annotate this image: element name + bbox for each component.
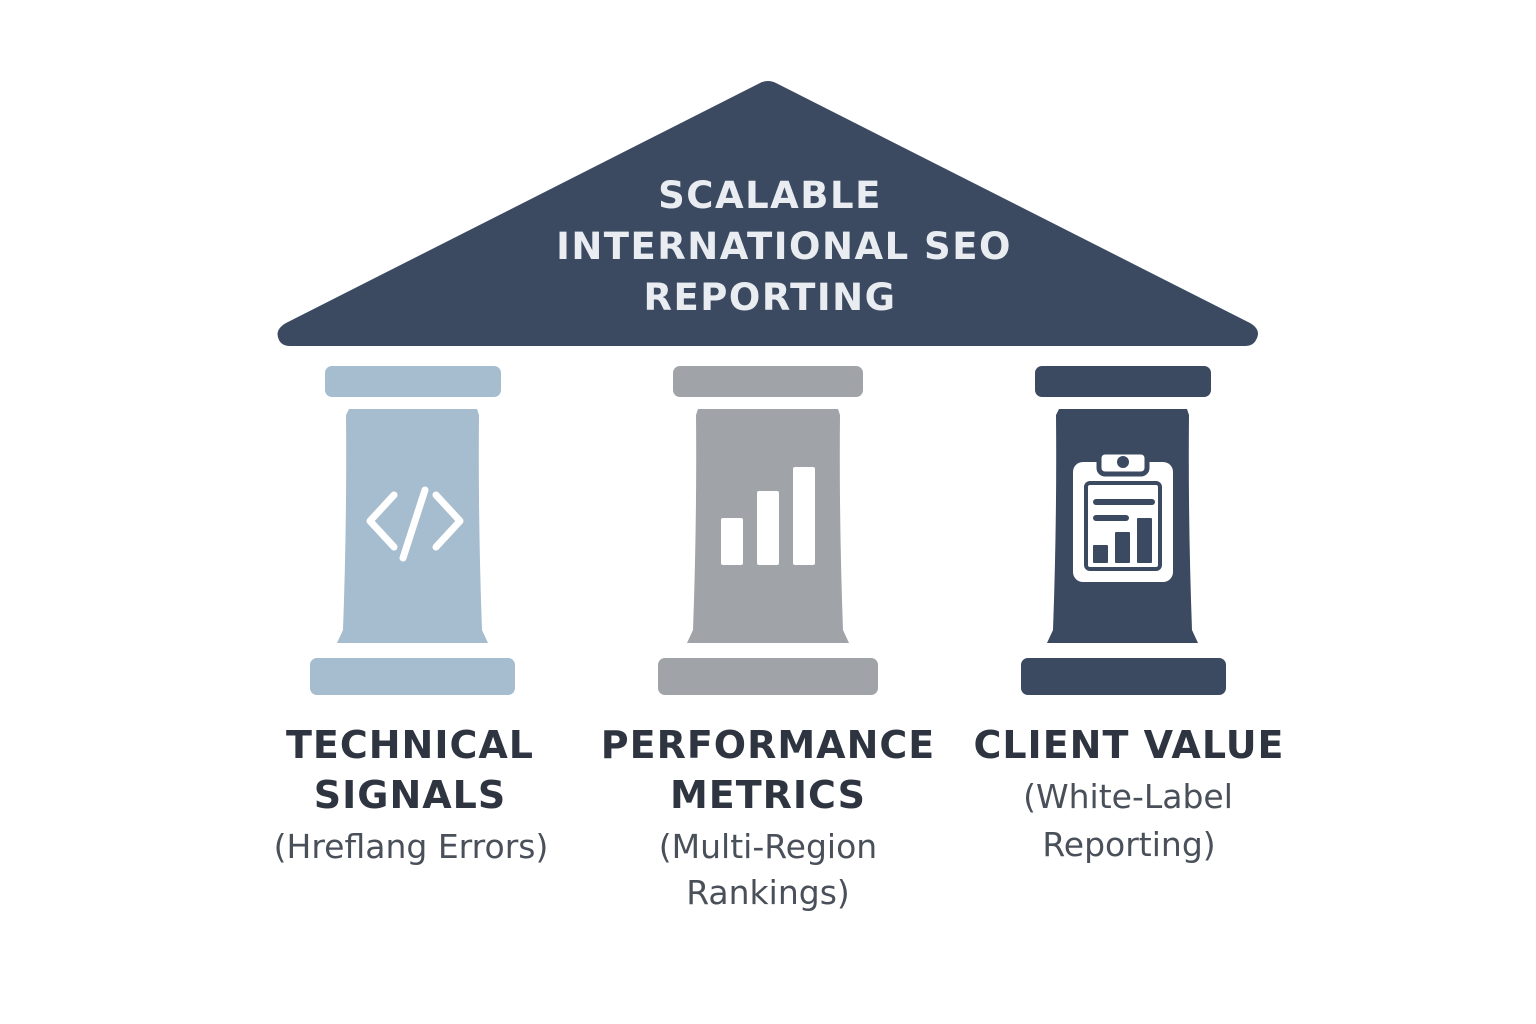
pillar-title-line-1: TECHNICAL <box>286 723 534 767</box>
roof-shape <box>277 81 1258 346</box>
pillar-capital <box>325 366 501 397</box>
code-icon <box>366 486 464 562</box>
pillar-title-line-1: CLIENT VALUE <box>973 723 1284 767</box>
pillar-subtitle-line-1: (Multi-Region <box>659 827 877 866</box>
pillar-technical: TECHNICAL SIGNALS (Hreflang Errors) <box>274 366 549 866</box>
pillar-subtitle-line-2: Reporting) <box>1042 825 1215 864</box>
clipboard-report-icon <box>1073 449 1173 582</box>
pillar-base <box>1021 658 1226 695</box>
pillar-client-value: CLIENT VALUE (White-Label Reporting) <box>973 366 1284 864</box>
roof-title-line-3: REPORTING <box>643 276 896 319</box>
roof-title-line-2: INTERNATIONAL SEO <box>556 225 1012 268</box>
roof: SCALABLE INTERNATIONAL SEO REPORTING <box>277 81 1258 346</box>
pillar-capital <box>1035 366 1211 397</box>
pillar-capital <box>673 366 863 397</box>
pillar-subtitle-line-2: Rankings) <box>686 873 850 912</box>
pillar-title-line-2: SIGNALS <box>314 773 507 817</box>
pillar-title-line-2: METRICS <box>670 773 866 817</box>
pillar-subtitle-line-1: (Hreflang Errors) <box>274 827 549 866</box>
roof-title-line-1: SCALABLE <box>658 174 882 217</box>
pillar-base <box>658 658 878 695</box>
pillar-base <box>310 658 515 695</box>
pillar-title-line-1: PERFORMANCE <box>601 723 935 767</box>
bar-chart-icon <box>721 467 815 565</box>
pillar-performance: PERFORMANCE METRICS (Multi-Region Rankin… <box>601 366 935 912</box>
pillar-subtitle-line-1: (White-Label <box>1023 777 1233 816</box>
